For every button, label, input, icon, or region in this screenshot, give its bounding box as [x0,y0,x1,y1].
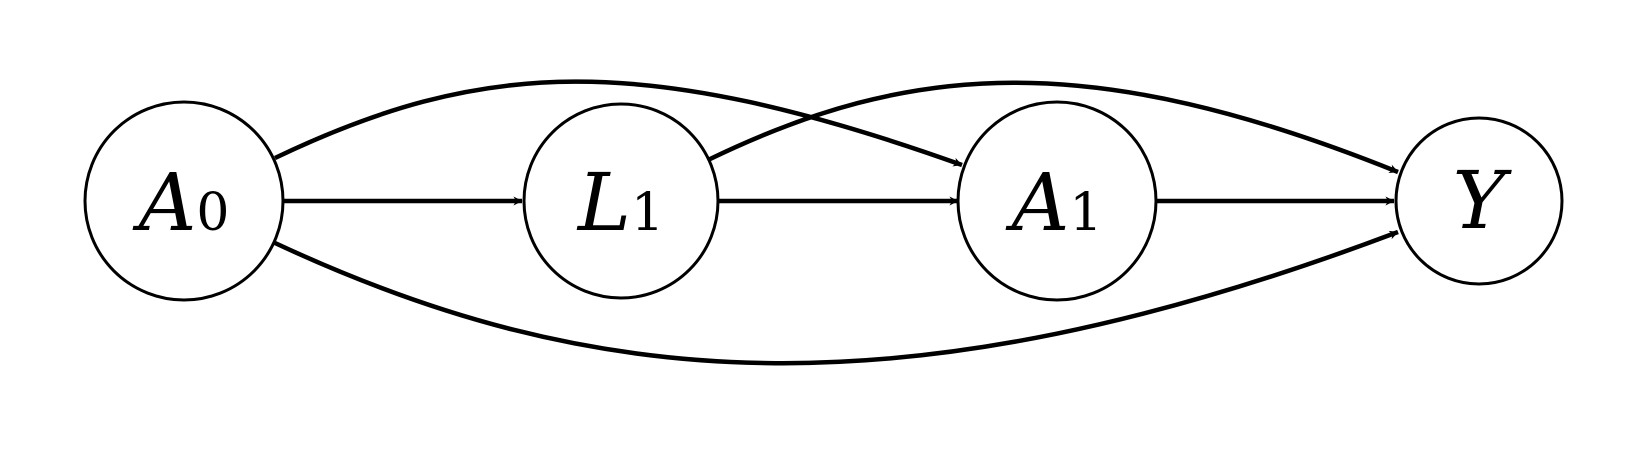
node-y-symbol: Y [1453,154,1513,247]
node-a0-subscript: 0 [196,183,229,243]
node-l1: L1 [522,102,720,300]
node-y-label: Y [1453,154,1513,247]
node-a1-circle [956,100,1158,302]
node-a0: A0 [83,100,285,302]
node-a1-subscript: 1 [1069,183,1102,243]
edges [274,79,1399,366]
edge-a0-to-a1 [274,79,963,168]
node-l1-label: L1 [576,156,664,249]
node-y-circle [1394,116,1564,286]
edge-l1-to-y [707,80,1399,175]
node-a0-circle [83,100,285,302]
node-l1-symbol: L [576,156,631,249]
node-a0-label: A0 [132,156,230,249]
node-a1-symbol: A [1005,156,1070,249]
node-l1-circle [522,102,720,300]
node-l1-subscript: 1 [631,183,664,243]
node-a1-label: A1 [1005,156,1103,249]
node-a1: A1 [956,100,1158,302]
edge-a0-to-y [274,229,1399,366]
node-y: Y [1394,116,1564,286]
node-a0-symbol: A [132,156,197,249]
